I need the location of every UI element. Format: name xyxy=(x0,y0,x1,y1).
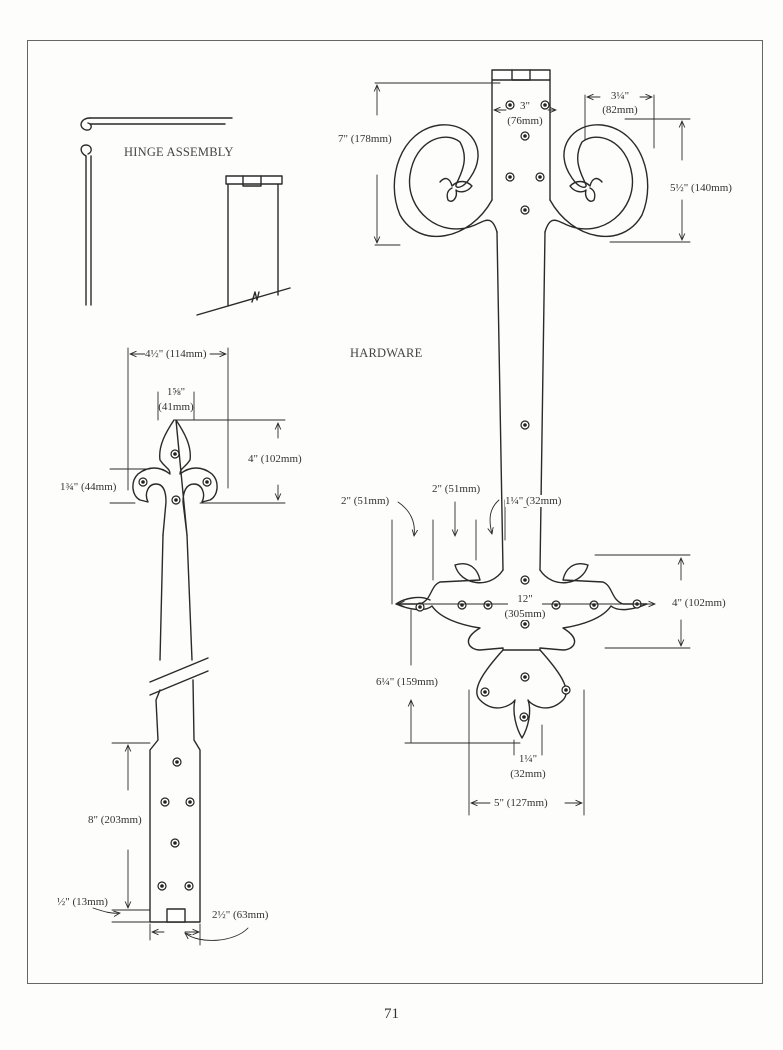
hinge-assembly-strap xyxy=(196,175,291,316)
dim-right-tip-width-inch: 1¼" xyxy=(518,753,538,765)
right-hinge-right-scroll xyxy=(544,124,649,238)
left-hinge-head xyxy=(132,419,218,536)
dim-right-cross-width-inch: 12" xyxy=(508,593,542,605)
dim-right-base-width: 5" (127mm) xyxy=(494,797,548,809)
right-hinge-cross xyxy=(395,563,648,739)
dim-right-spacing-1: 2" (51mm) xyxy=(341,495,390,507)
hinge-assembly-post xyxy=(80,144,92,306)
dim-right-lower-height: 6¼" (159mm) xyxy=(376,676,438,688)
right-hinge-dimension-lines xyxy=(375,82,691,816)
left-hinge-strap xyxy=(149,534,209,923)
dim-left-tip-width-inch: 1⅝" xyxy=(166,386,186,398)
dim-right-scroll-width-mm: (82mm) xyxy=(602,104,638,116)
right-hinge-top-strap xyxy=(491,69,551,201)
right-hinge-left-scroll xyxy=(393,124,498,238)
dim-right-scroll-height: 5½" (140mm) xyxy=(670,182,732,194)
dim-left-bottom-offset: ½" (13mm) xyxy=(57,896,108,908)
dim-right-cross-width-mm: (305mm) xyxy=(501,608,549,620)
hinge-assembly-top-rail xyxy=(80,117,233,131)
dim-right-spacing-2: 2" (51mm) xyxy=(432,483,481,495)
page-number: 71 xyxy=(384,1006,399,1022)
hardware-title: HARDWARE xyxy=(350,346,423,360)
dim-right-tip-width-mm: (32mm) xyxy=(510,768,546,780)
page-frame xyxy=(27,40,763,984)
dim-left-bottom-width: 2½" (63mm) xyxy=(212,909,269,921)
right-hinge-screws xyxy=(415,100,642,722)
dim-left-total-width: 4½" (114mm) xyxy=(145,348,207,360)
dim-right-top-height: 7" (178mm) xyxy=(338,133,392,145)
right-hinge-long-strap xyxy=(496,231,546,571)
dim-left-head-height: 4" (102mm) xyxy=(248,453,302,465)
dim-left-tip-width-mm: (41mm) xyxy=(158,401,194,413)
dim-left-bottom-length: 8" (203mm) xyxy=(88,814,142,826)
dim-right-strap-width-mm: (76mm) xyxy=(507,115,543,127)
dim-right-cross-height: 4" (102mm) xyxy=(672,597,726,609)
hinge-assembly-title: HINGE ASSEMBLY xyxy=(124,145,234,159)
left-hinge-dimension-lines xyxy=(92,347,286,946)
dim-right-scroll-width-inch: 3¼" xyxy=(610,90,630,102)
dim-right-strap-width-inch: 3" xyxy=(520,100,530,112)
dim-left-side-height: 1¾" (44mm) xyxy=(60,481,117,493)
dim-right-spacing-3: 1¼" (32mm) xyxy=(505,495,562,507)
